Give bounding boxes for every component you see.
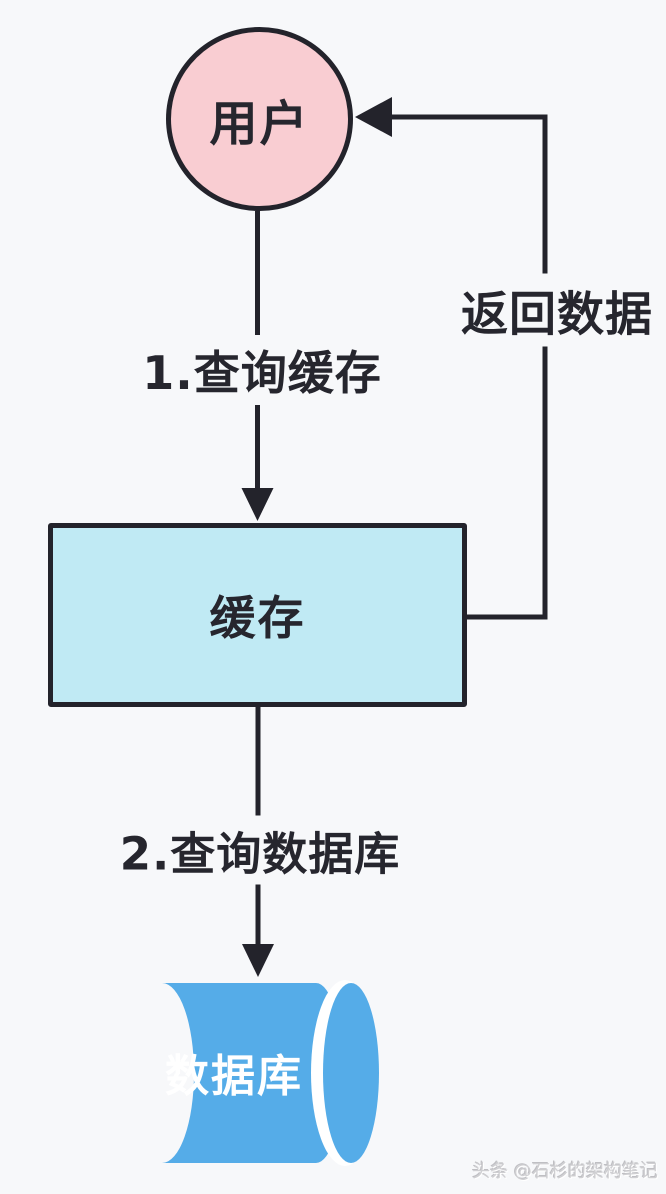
node-cache-label: 缓存 xyxy=(209,591,306,645)
node-cache: 缓存 xyxy=(48,523,467,707)
node-user-label: 用户 xyxy=(209,96,310,152)
edge-label-query-database: 2.查询数据库 xyxy=(111,815,409,885)
arrowhead-down-icon xyxy=(241,488,274,521)
edge-label-return-data: 返回数据 xyxy=(453,273,661,347)
edge-cache-to-user-line xyxy=(392,114,548,620)
cylinder-body xyxy=(162,983,343,1163)
node-database xyxy=(162,980,379,1166)
watermark-text: 头条 @石杉的架构笔记 xyxy=(472,1161,658,1182)
cylinder-cap xyxy=(323,983,379,1163)
edge-label-query-cache: 1.查询缓存 xyxy=(134,335,390,405)
arrowhead-left-icon xyxy=(355,97,392,137)
node-database-label: 数据库 xyxy=(165,1051,303,1102)
arrowhead-down-icon xyxy=(242,944,274,977)
node-user: 用户 xyxy=(166,27,353,211)
